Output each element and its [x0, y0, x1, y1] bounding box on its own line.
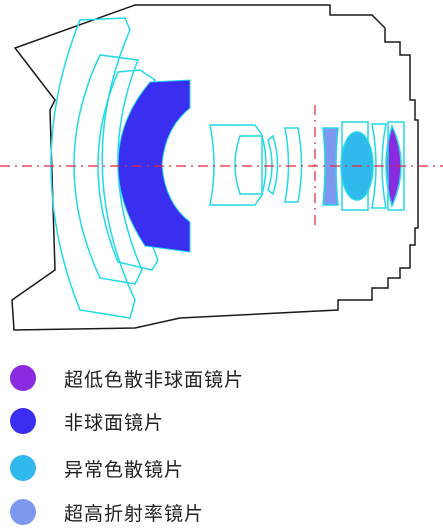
legend-item-ultra-low-dispersion-aspherical: 超低色散非球面镜片: [10, 363, 244, 393]
legend-dot-cyan-icon: [10, 455, 36, 481]
legend-label: 超低色散非球面镜片: [64, 368, 245, 391]
rear-element-middle: [371, 123, 387, 209]
middle-element-4: [284, 127, 303, 203]
middle-element-3: [267, 134, 279, 196]
legend-item-high-refraction: 超高折射率镜片: [10, 497, 204, 527]
legend-item-aspherical: 非球面镜片: [10, 406, 164, 436]
rear-element-cover: [387, 121, 405, 211]
lens-construction-diagram: [0, 4, 443, 331]
legend-label: 超高折射率镜片: [64, 502, 205, 525]
middle-element-2: [234, 135, 267, 195]
front-element-2: [73, 54, 143, 285]
legend-label: 异常色散镜片: [64, 458, 185, 481]
middle-lens-group: [209, 124, 303, 206]
lens-barrel-outline: [11, 4, 419, 331]
legend: 超低色散非球面镜片 非球面镜片 异常色散镜片 超高折射率镜片: [0, 350, 443, 530]
legend-item-anomalous-dispersion: 异常色散镜片: [10, 453, 184, 483]
ultra-low-dispersion-aspherical-element: [385, 123, 402, 209]
middle-element-1: [209, 124, 263, 206]
legend-dot-periwinkle-icon: [10, 499, 36, 525]
legend-label: 非球面镜片: [64, 411, 165, 434]
legend-dot-purple-icon: [10, 365, 36, 391]
legend-dot-blue-icon: [10, 408, 36, 434]
